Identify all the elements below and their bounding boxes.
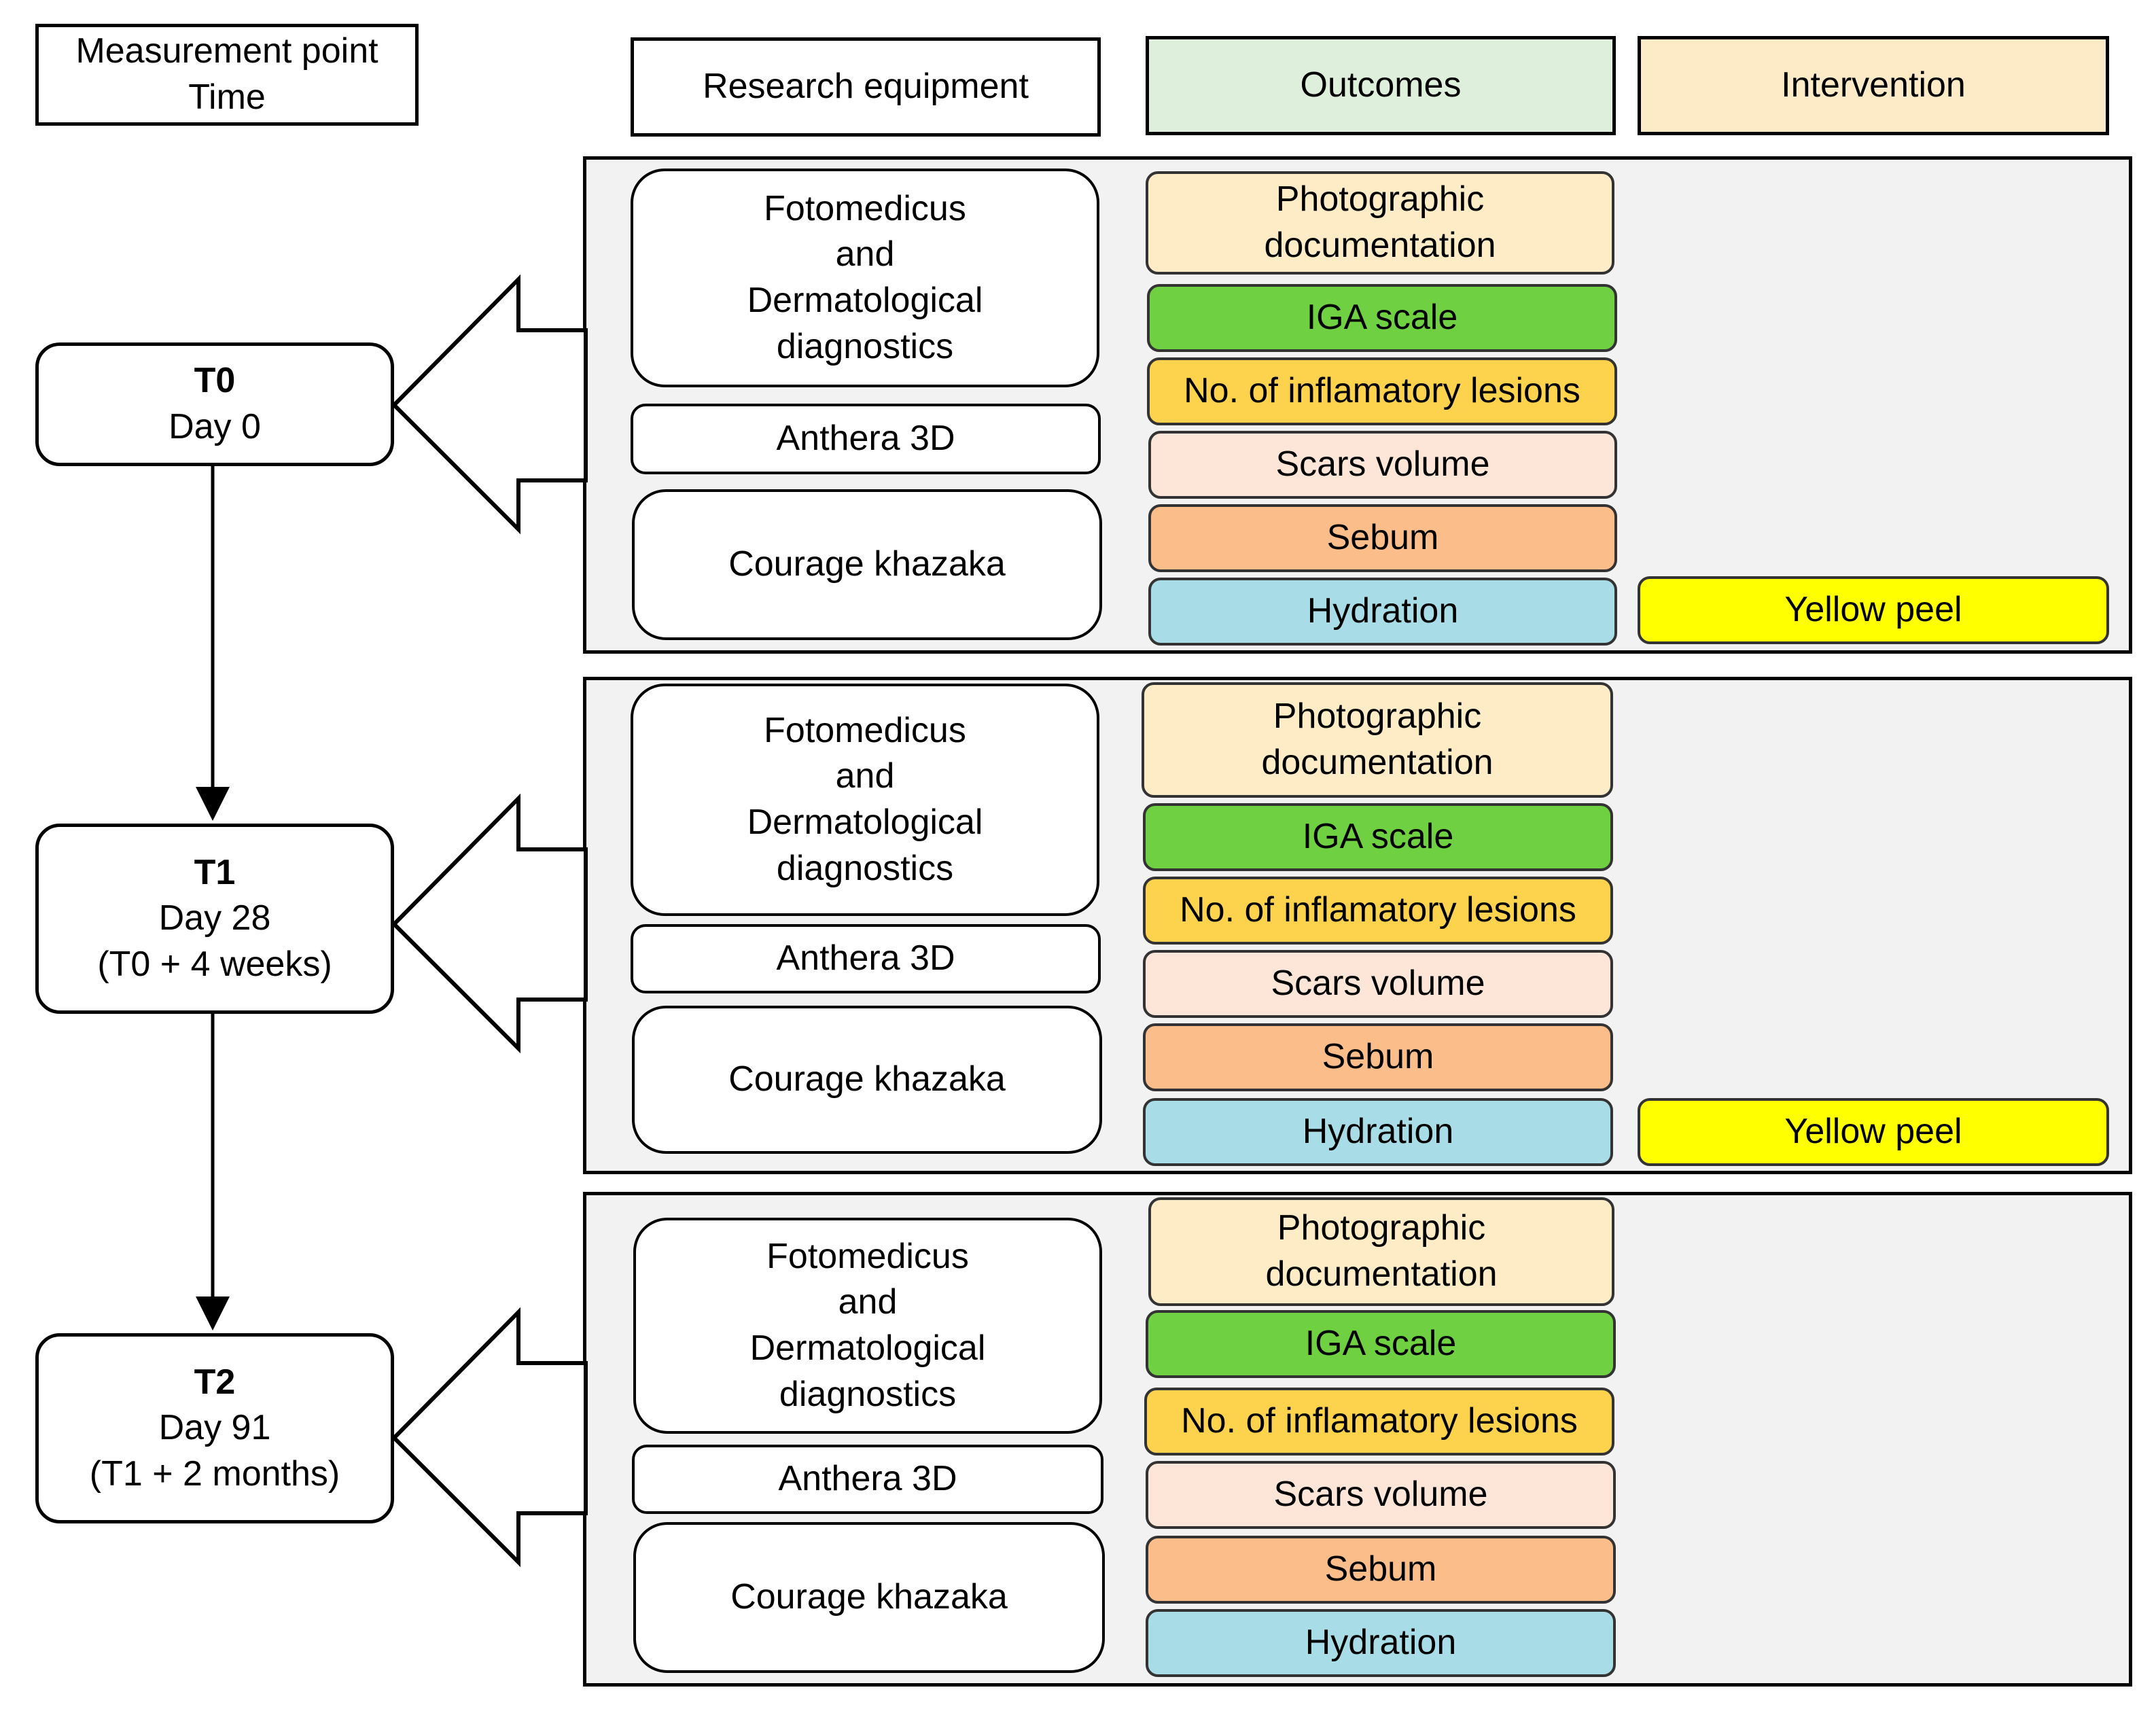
timepoint-t1-offset: (T0 + 4 weeks) [97,944,332,984]
t2-fotomedicus-box: Fotomedicus and Dermatological diagnosti… [633,1218,1102,1434]
outcomes-label: Outcomes [1300,65,1462,105]
t2-hydration-outcome: Hydration [1146,1609,1616,1677]
photographic-line-2: documentation [1265,1254,1498,1294]
fotomedicus-line-1: Fotomedicus [766,1236,969,1276]
scars-label: Scars volume [1275,444,1490,484]
timepoint-t2: T2 Day 91 (T1 + 2 months) [35,1333,394,1523]
callout-arrow-t1 [391,793,588,1054]
t1-hydration-outcome: Hydration [1143,1098,1613,1166]
timepoint-t0-id: T0 [194,361,236,401]
fotomedicus-line-4: diagnostics [779,1374,957,1414]
t0-lesions-outcome: No. of inflamatory lesions [1147,357,1617,425]
photographic-line-1: Photographic [1277,1208,1486,1248]
t1-iga-outcome: IGA scale [1143,803,1613,871]
hydration-label: Hydration [1305,1623,1457,1663]
measurement-point-label: Measurement point [75,31,378,71]
callout-arrow-t0 [391,274,588,535]
photographic-line-2: documentation [1261,743,1494,782]
fotomedicus-line-2: and [838,1282,898,1322]
courage-label: Courage khazaka [728,1059,1006,1099]
photographic-line-2: documentation [1264,226,1496,265]
fotomedicus-line-2: and [835,756,895,796]
sebum-label: Sebum [1322,1037,1434,1077]
t2-photographic-outcome: Photographic documentation [1148,1197,1614,1306]
intervention-header: Intervention [1638,36,2109,135]
timepoint-t2-offset: (T1 + 2 months) [89,1453,340,1494]
timepoint-t0-day: Day 0 [169,407,261,446]
t1-anthera-box: Anthera 3D [631,924,1101,993]
t2-sebum-outcome: Sebum [1146,1536,1616,1604]
timepoint-t1-day: Day 28 [158,898,271,938]
sebum-label: Sebum [1324,1549,1437,1589]
lesions-label: No. of inflamatory lesions [1184,371,1580,411]
sebum-label: Sebum [1326,518,1439,558]
photographic-line-1: Photographic [1275,179,1485,219]
t1-lesions-outcome: No. of inflamatory lesions [1143,877,1613,945]
yellow-peel-label: Yellow peel [1784,590,1962,630]
timepoint-t1: T1 Day 28 (T0 + 4 weeks) [35,824,394,1014]
outcomes-header: Outcomes [1146,36,1616,135]
t0-anthera-box: Anthera 3D [631,404,1101,474]
t0-iga-outcome: IGA scale [1147,284,1617,352]
measurement-point-header: Measurement point Time [35,24,419,126]
timepoint-t2-id: T2 [194,1362,236,1402]
fotomedicus-line-3: Dermatological [747,281,983,320]
t1-courage-box: Courage khazaka [632,1006,1102,1154]
t1-photographic-outcome: Photographic documentation [1142,682,1613,798]
fotomedicus-line-3: Dermatological [747,802,983,842]
fotomedicus-line-4: diagnostics [776,326,954,366]
fotomedicus-line-1: Fotomedicus [764,710,966,750]
iga-label: IGA scale [1302,817,1454,857]
t2-scars-outcome: Scars volume [1146,1461,1616,1529]
t0-hydration-outcome: Hydration [1148,578,1617,646]
fotomedicus-line-3: Dermatological [749,1328,986,1368]
scars-label: Scars volume [1273,1475,1488,1515]
iga-label: IGA scale [1306,298,1458,338]
t0-sebum-outcome: Sebum [1148,504,1617,572]
t2-lesions-outcome: No. of inflamatory lesions [1144,1388,1614,1456]
t0-fotomedicus-box: Fotomedicus and Dermatological diagnosti… [631,169,1099,387]
courage-label: Courage khazaka [728,544,1006,584]
t1-sebum-outcome: Sebum [1143,1023,1613,1091]
research-equipment-header: Research equipment [631,37,1101,137]
iga-label: IGA scale [1305,1324,1457,1364]
hydration-label: Hydration [1302,1112,1454,1152]
timepoint-t1-id: T1 [194,852,236,892]
t2-anthera-box: Anthera 3D [632,1445,1103,1514]
fotomedicus-line-4: diagnostics [776,848,954,888]
courage-label: Courage khazaka [730,1577,1008,1617]
timepoint-t2-day: Day 91 [158,1408,271,1448]
t0-courage-box: Courage khazaka [632,489,1102,640]
lesions-label: No. of inflamatory lesions [1180,890,1576,930]
t1-fotomedicus-box: Fotomedicus and Dermatological diagnosti… [631,684,1099,916]
t0-scars-outcome: Scars volume [1148,431,1617,499]
t1-scars-outcome: Scars volume [1143,950,1613,1018]
scars-label: Scars volume [1271,964,1485,1004]
callout-arrow-t2 [391,1307,588,1568]
lesions-label: No. of inflamatory lesions [1181,1401,1578,1441]
t2-courage-box: Courage khazaka [633,1522,1105,1673]
t0-photographic-outcome: Photographic documentation [1146,171,1614,275]
anthera-label: Anthera 3D [776,419,955,459]
yellow-peel-label: Yellow peel [1784,1112,1962,1152]
time-label: Time [188,77,266,117]
intervention-label: Intervention [1781,65,1966,105]
fotomedicus-line-1: Fotomedicus [764,188,966,228]
research-equipment-label: Research equipment [703,67,1029,107]
fotomedicus-line-2: and [835,234,895,275]
photographic-line-1: Photographic [1273,696,1482,737]
hydration-label: Hydration [1307,591,1459,631]
t0-yellow-peel-intervention: Yellow peel [1638,576,2109,644]
t1-yellow-peel-intervention: Yellow peel [1638,1098,2109,1166]
timepoint-t0: T0 Day 0 [35,342,394,466]
t2-iga-outcome: IGA scale [1146,1310,1616,1378]
anthera-label: Anthera 3D [776,938,955,978]
anthera-label: Anthera 3D [778,1459,957,1499]
